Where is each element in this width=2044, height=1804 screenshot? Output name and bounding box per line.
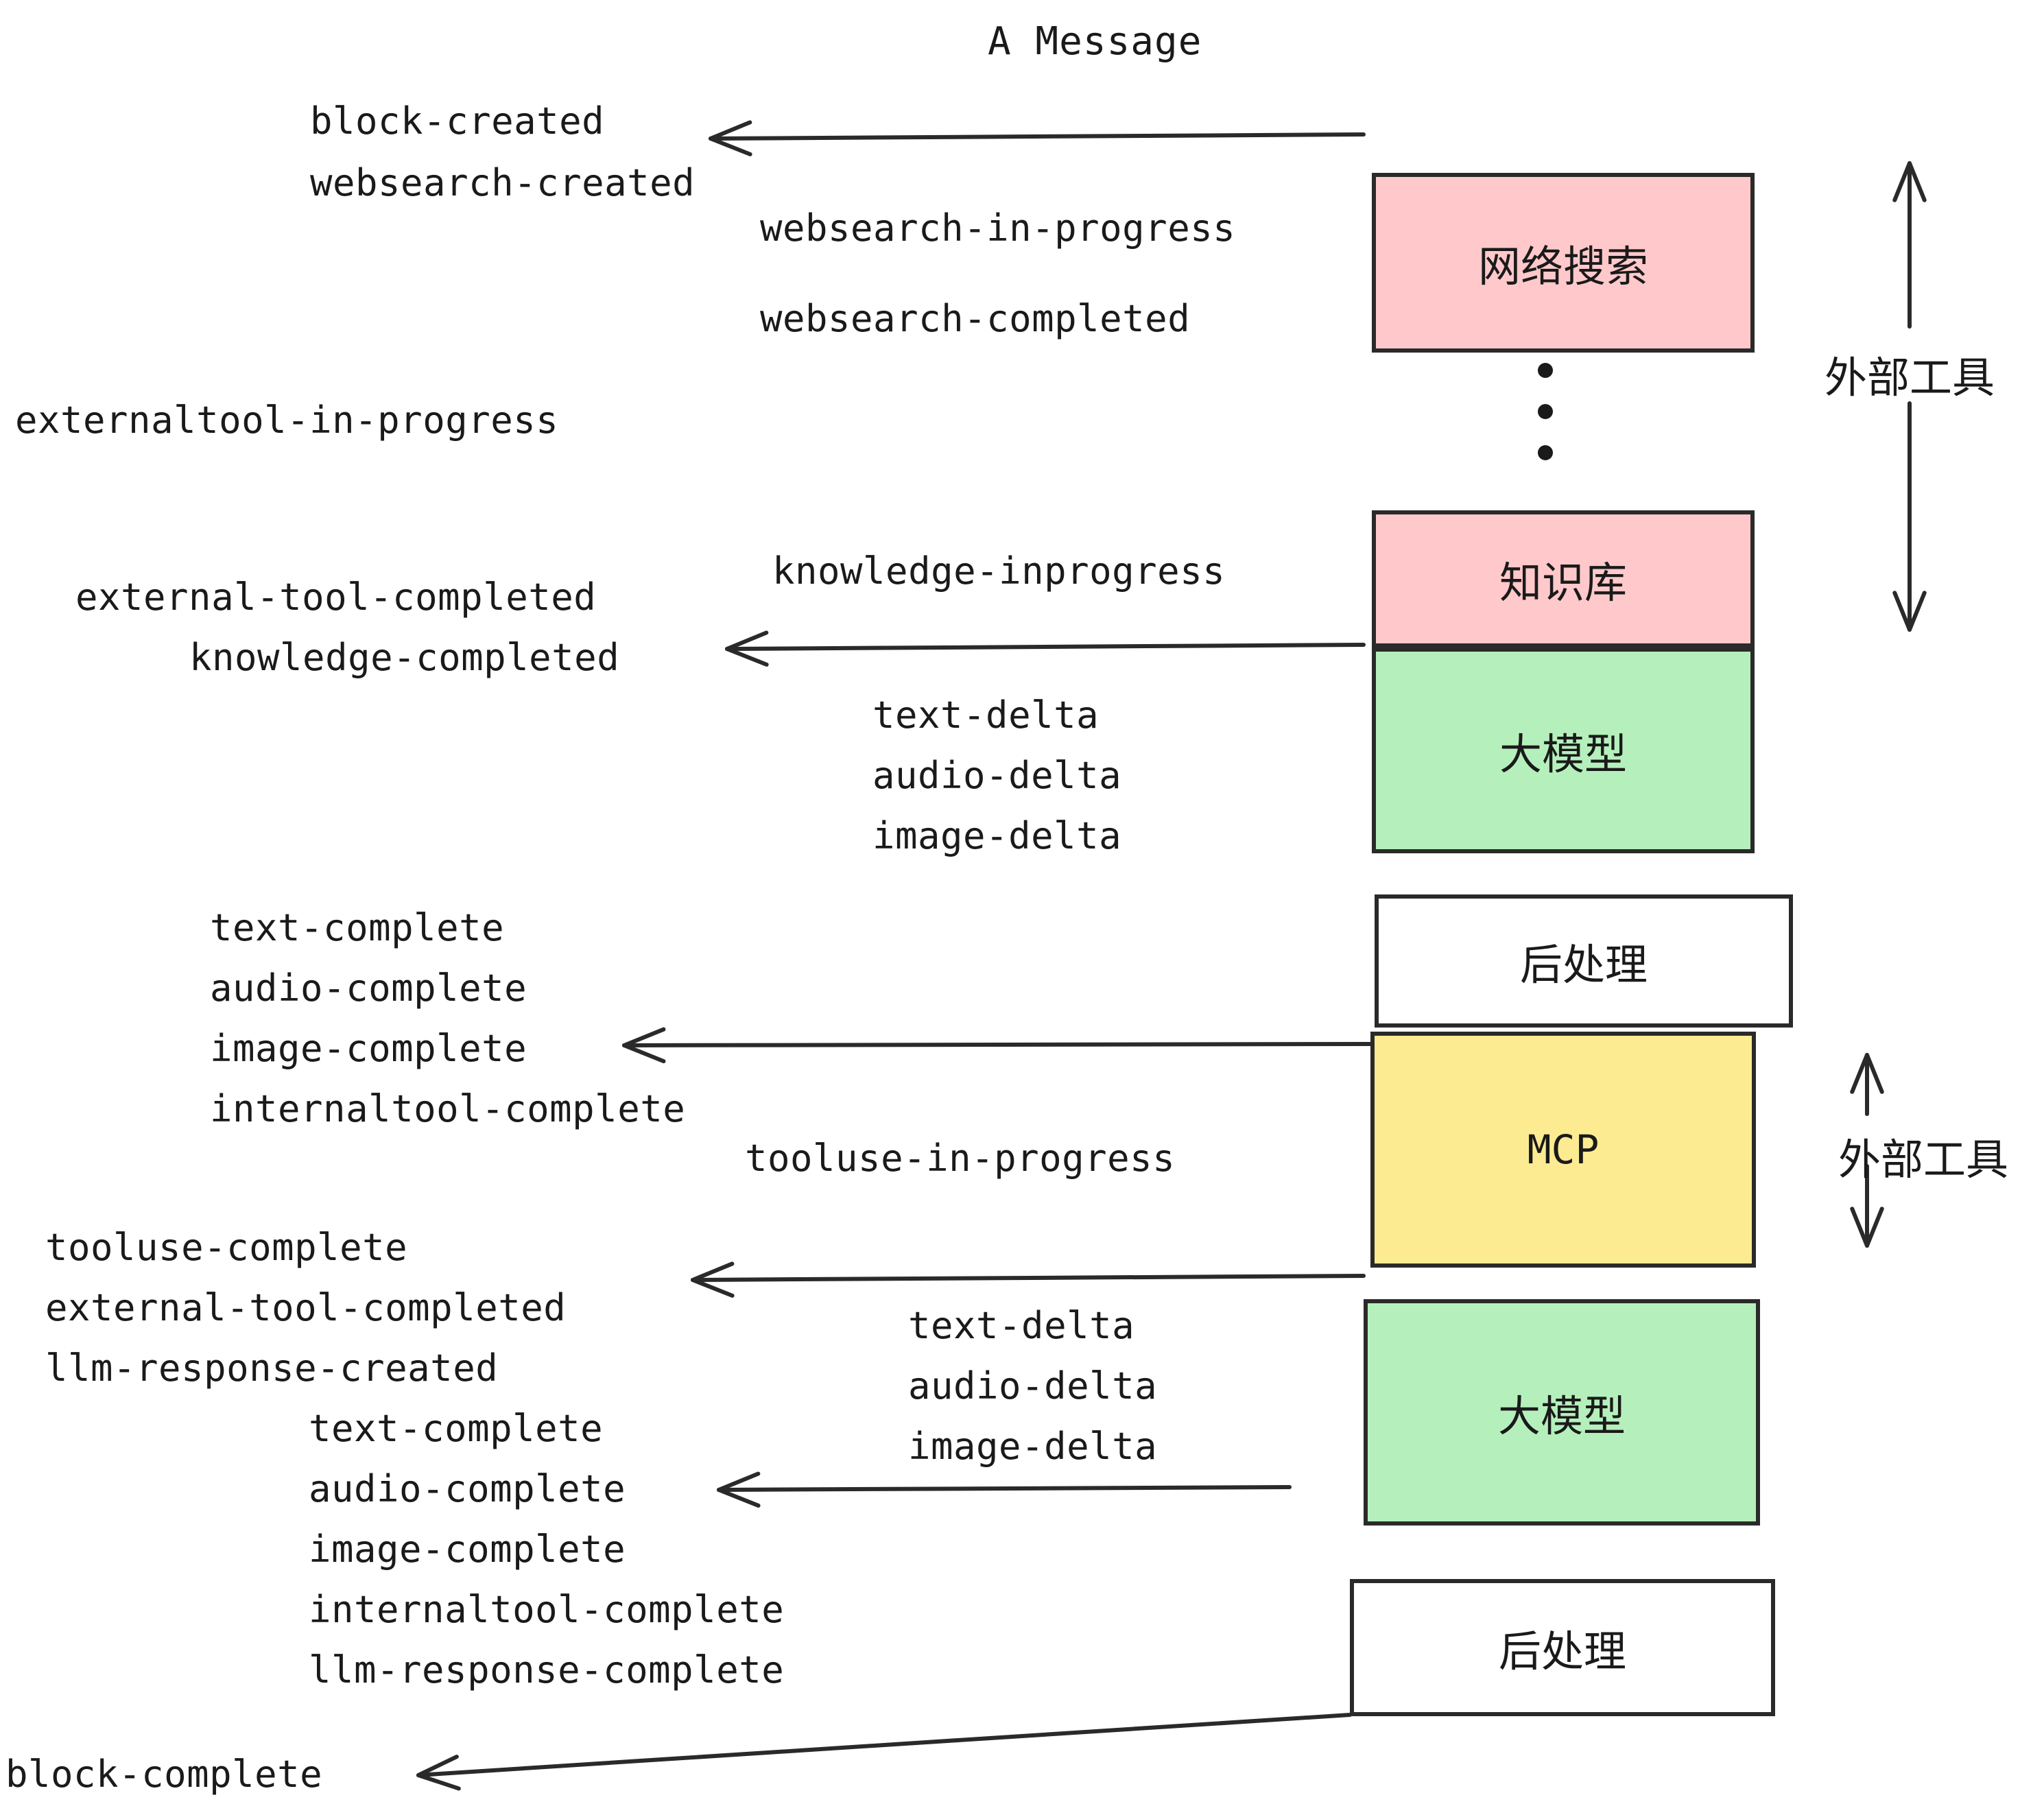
event-label-internaltool-complete-2: internaltool-complete xyxy=(309,1588,785,1631)
node-websearch: 网络搜索 xyxy=(1372,173,1755,353)
flow-line-arrow-block-created xyxy=(709,132,1366,141)
event-label-audio-delta-2: audio-delta xyxy=(908,1364,1158,1408)
event-label-image-complete-2: image-complete xyxy=(309,1528,626,1571)
ellipsis-dot-3 xyxy=(1538,445,1553,460)
event-label-image-delta-2: image-delta xyxy=(908,1425,1158,1468)
event-label-externaltool-in-progress: externaltool-in-progress xyxy=(15,399,559,442)
event-label-tooluse-in-progress: tooluse-in-progress xyxy=(745,1137,1176,1180)
node-knowledge: 知识库 xyxy=(1372,510,1755,648)
node-label: MCP xyxy=(1527,1126,1600,1173)
event-label-knowledge-inprogress: knowledge-inprogress xyxy=(772,549,1226,593)
event-label-tooluse-complete: tooluse-complete xyxy=(45,1226,408,1269)
event-label-block-created: block-created xyxy=(310,99,605,143)
event-label-knowledge-completed: knowledge-completed xyxy=(189,636,620,679)
event-label-websearch-in-progress: websearch-in-progress xyxy=(760,206,1236,250)
node-label: 大模型 xyxy=(1499,729,1627,779)
event-label-text-complete-2: text-complete xyxy=(309,1407,604,1450)
event-label-websearch-completed: websearch-completed xyxy=(760,297,1191,340)
node-label: 后处理 xyxy=(1498,1626,1626,1676)
node-mcp: MCP xyxy=(1370,1032,1756,1268)
flow-line-arrow-audio-complete xyxy=(717,1485,1292,1492)
arrowhead-arrow-tooluse-done xyxy=(691,1261,735,1298)
flow-line-arrow-tooluse-done xyxy=(691,1274,1366,1282)
event-label-websearch-created: websearch-created xyxy=(310,161,696,204)
ellipsis-dot-2 xyxy=(1538,404,1553,419)
node-label: 知识库 xyxy=(1499,558,1627,608)
event-label-block-complete: block-complete xyxy=(5,1753,323,1796)
event-label-external-tool-completed-2: external-tool-completed xyxy=(45,1286,567,1329)
event-label-text-complete-1: text-complete xyxy=(210,906,505,949)
event-label-audio-delta-1: audio-delta xyxy=(872,754,1122,797)
node-label: 后处理 xyxy=(1519,940,1648,990)
flow-line-arrow-knowledge-done xyxy=(725,643,1366,651)
event-label-image-delta-1: image-delta xyxy=(872,814,1122,857)
event-label-image-complete-1: image-complete xyxy=(210,1027,527,1070)
arrowhead-arrow-block-complete xyxy=(416,1755,461,1791)
event-label-audio-complete-2: audio-complete xyxy=(309,1467,626,1510)
event-label-text-delta-1: text-delta xyxy=(872,693,1100,737)
node-llm-top: 大模型 xyxy=(1372,648,1755,853)
arrowhead-arrow-block-created xyxy=(709,120,752,156)
arrowhead-ext-down-top xyxy=(1892,591,1927,632)
node-post-bottom: 后处理 xyxy=(1350,1579,1775,1716)
arrowhead-ext-down-bottom xyxy=(1850,1207,1884,1248)
arrowhead-ext-up-bottom xyxy=(1850,1053,1884,1094)
event-label-audio-complete-1: audio-complete xyxy=(210,966,527,1010)
flow-line-arrow-block-complete xyxy=(416,1713,1352,1777)
event-label-internaltool-complete-1: internaltool-complete xyxy=(210,1087,686,1130)
node-post-top: 后处理 xyxy=(1375,894,1793,1028)
flow-line-arrow-image-complete xyxy=(622,1042,1372,1047)
node-label: 网络搜索 xyxy=(1477,241,1648,292)
diagram-title: A Message xyxy=(988,19,1202,64)
arrowhead-arrow-image-complete xyxy=(622,1027,666,1064)
arrowhead-ext-up-top xyxy=(1892,161,1927,202)
event-label-external-tool-completed-1: external-tool-completed xyxy=(75,575,597,619)
node-llm-bottom: 大模型 xyxy=(1364,1299,1760,1526)
event-label-llm-response-created: llm-response-created xyxy=(45,1346,499,1390)
arrowhead-arrow-knowledge-done xyxy=(725,630,769,667)
arrowhead-arrow-audio-complete xyxy=(717,1471,761,1508)
event-label-text-delta-2: text-delta xyxy=(908,1304,1135,1347)
node-label: 大模型 xyxy=(1497,1391,1626,1441)
side-label-external-tools-top: 外部工具 xyxy=(1825,353,1995,403)
ellipsis-dot-1 xyxy=(1538,363,1553,378)
side-label-external-tools-bottom: 外部工具 xyxy=(1838,1135,2009,1185)
event-label-llm-response-complete: llm-response-complete xyxy=(309,1648,785,1692)
